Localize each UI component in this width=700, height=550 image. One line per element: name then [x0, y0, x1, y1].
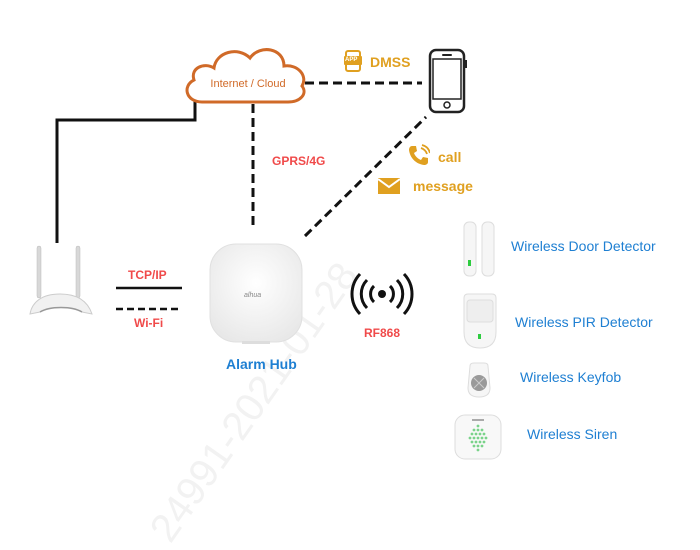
device-label-door: Wireless Door Detector [511, 238, 656, 254]
pir-detector-icon [460, 292, 500, 350]
hub-phone-line [303, 115, 428, 238]
call-label: call [438, 149, 462, 165]
cloud-node: Internet / Cloud [180, 42, 310, 108]
gprs-label: GPRS/4G [272, 154, 326, 168]
alarm-hub-label: Alarm Hub [226, 356, 297, 372]
envelope-icon [377, 178, 401, 199]
keyfob-icon [466, 362, 492, 398]
door-detector-icon [460, 220, 502, 278]
cloud-label: Internet / Cloud [210, 78, 286, 90]
router-cloud-line [55, 98, 197, 243]
wifi-label: Wi-Fi [134, 316, 164, 330]
device-label-keyfob: Wireless Keyfob [520, 369, 622, 385]
cloud-icon [185, 48, 306, 104]
device-label-siren: Wireless Siren [527, 426, 618, 442]
tcpip-label: TCP/IP [128, 268, 167, 282]
alarm-hub-icon: alhua [208, 242, 304, 346]
hub-brand-logo: alhua [244, 292, 262, 299]
phone-call-icon [408, 144, 431, 171]
rf868-label: RF868 [364, 326, 401, 340]
message-label: message [413, 178, 473, 194]
dmss-label: DMSS [370, 54, 411, 70]
wireless-signal-icon [350, 272, 414, 321]
siren-icon [454, 414, 502, 460]
connection-lines [55, 81, 428, 311]
smartphone-icon [428, 48, 468, 114]
app-badge: APP [345, 57, 358, 63]
device-label-pir: Wireless PIR Detector [515, 314, 653, 330]
wifi-router-icon [22, 240, 102, 320]
app-icon: APP [344, 50, 362, 72]
